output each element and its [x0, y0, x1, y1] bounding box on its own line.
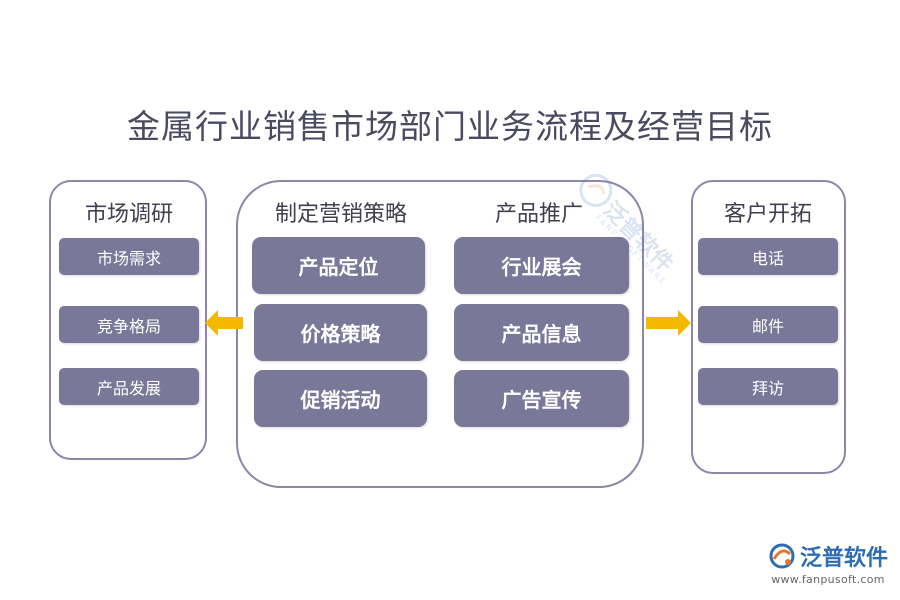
brand-logo: 泛普软件 www.fanpusoft.com [768, 540, 888, 586]
promotion-item: 行业展会 [454, 237, 629, 294]
logo-url: www.fanpusoft.com [771, 573, 885, 586]
customer-development-item: 拜访 [698, 368, 838, 405]
customer-development-panel: 客户开拓 电话 邮件 拜访 [691, 180, 846, 474]
market-research-item: 产品发展 [59, 368, 199, 405]
diagram-title: 金属行业销售市场部门业务流程及经营目标 [127, 107, 773, 146]
market-research-title: 市场调研 [85, 202, 174, 227]
customer-development-item: 邮件 [698, 306, 838, 343]
marketing-strategy-title: 制定营销策略 [275, 202, 408, 227]
strategy-item: 价格策略 [254, 304, 427, 361]
watermark: 泛普软件 FANPUSOFTWARE [532, 152, 688, 308]
strategy-item: 促销活动 [254, 370, 427, 427]
strategy-item: 产品定位 [252, 237, 425, 294]
left-arrow-icon [205, 310, 243, 336]
customer-development-title: 客户开拓 [724, 202, 813, 227]
market-research-panel: 市场调研 市场需求 竞争格局 产品发展 [49, 180, 207, 460]
promotion-item: 产品信息 [454, 304, 629, 361]
marketing-panel: 制定营销策略 产品推广 产品定位 价格策略 促销活动 行业展会 产品信息 广告宣… [236, 180, 644, 488]
market-research-item: 竞争格局 [59, 306, 199, 343]
fanpu-watermark-icon [579, 173, 613, 207]
product-promotion-title: 产品推广 [495, 202, 584, 227]
right-arrow-icon [646, 310, 691, 336]
logo-name: 泛普软件 [799, 546, 888, 571]
promotion-item: 广告宣传 [454, 370, 629, 427]
customer-development-item: 电话 [698, 238, 838, 275]
fanpu-logo-icon [769, 543, 795, 569]
market-research-item: 市场需求 [59, 238, 199, 275]
